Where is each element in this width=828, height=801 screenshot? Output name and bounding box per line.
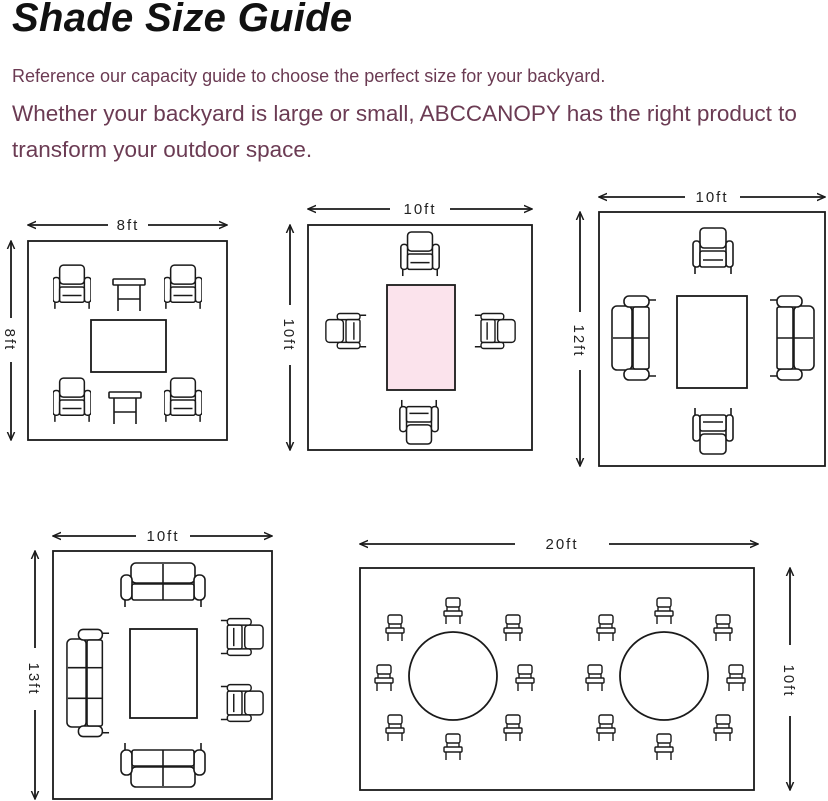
armchair-icon — [398, 399, 440, 445]
depth-label-20x10: 10ft — [780, 664, 797, 697]
dining-chair-icon — [654, 597, 674, 625]
layout-10x12 — [580, 197, 826, 467]
side-table-icon — [108, 391, 142, 425]
layout-10x10 — [290, 209, 533, 451]
canopy-outline-10x10 — [307, 224, 533, 451]
sofa-icon — [120, 562, 206, 608]
dining-chair-icon — [726, 664, 746, 692]
sofa-icon — [120, 742, 206, 788]
sofa-icon — [769, 294, 815, 382]
rug — [90, 319, 167, 373]
dining-chair-icon — [374, 664, 394, 692]
dining-chair-icon — [713, 714, 733, 742]
armchair-icon — [399, 231, 441, 277]
width-label-10x10: 10ft — [403, 201, 436, 218]
armchair-icon — [53, 264, 91, 310]
dining-chair-icon — [585, 664, 605, 692]
sofa-icon — [611, 294, 657, 382]
armchair-icon — [474, 312, 516, 350]
armchair-icon — [164, 264, 202, 310]
armchair-icon — [691, 407, 735, 455]
rug — [676, 295, 748, 389]
dining-chair-icon — [515, 664, 535, 692]
intro-line-2: Whether your backyard is large or small,… — [12, 101, 797, 162]
layout-8x8 — [11, 225, 228, 441]
layout-10x13 — [35, 536, 273, 800]
canopy-outline-8x8 — [27, 240, 228, 441]
width-label-10x13: 10ft — [146, 528, 179, 545]
layout-20x10 — [359, 544, 790, 791]
dining-chair-icon — [596, 614, 616, 642]
width-label-20x10: 20ft — [545, 536, 578, 553]
canopy-outline-10x13 — [52, 550, 273, 800]
dining-chair-icon — [654, 733, 674, 761]
rug — [129, 628, 198, 719]
long-sofa-icon — [66, 628, 110, 738]
depth-label-10x13: 13ft — [25, 662, 42, 695]
depth-label-8x8: 8ft — [1, 329, 18, 352]
armchair-icon — [164, 377, 202, 423]
dining-chair-icon — [443, 597, 463, 625]
depth-label-10x10: 10ft — [280, 318, 297, 351]
dining-chair-icon — [385, 614, 405, 642]
armchair-icon — [53, 377, 91, 423]
width-label-10x12: 10ft — [695, 189, 728, 206]
dining-chair-icon — [713, 614, 733, 642]
page-title: Shade Size Guide — [12, 0, 353, 40]
round-table — [408, 631, 498, 721]
round-table — [619, 631, 709, 721]
armchair-icon — [220, 683, 264, 723]
intro-line-1: Reference our capacity guide to choose t… — [12, 66, 606, 86]
width-label-8x8: 8ft — [117, 217, 140, 234]
dining-chair-icon — [596, 714, 616, 742]
depth-label-10x12: 12ft — [570, 324, 587, 357]
dining-chair-icon — [503, 714, 523, 742]
armchair-icon — [220, 617, 264, 657]
dining-chair-icon — [385, 714, 405, 742]
armchair-icon — [691, 227, 735, 275]
dining-chair-icon — [443, 733, 463, 761]
canopy-outline-20x10 — [359, 567, 755, 791]
dining-chair-icon — [503, 614, 523, 642]
canopy-outline-10x12 — [598, 211, 826, 467]
pink-rug — [386, 284, 456, 391]
side-table-icon — [112, 278, 146, 312]
armchair-icon — [325, 312, 367, 350]
